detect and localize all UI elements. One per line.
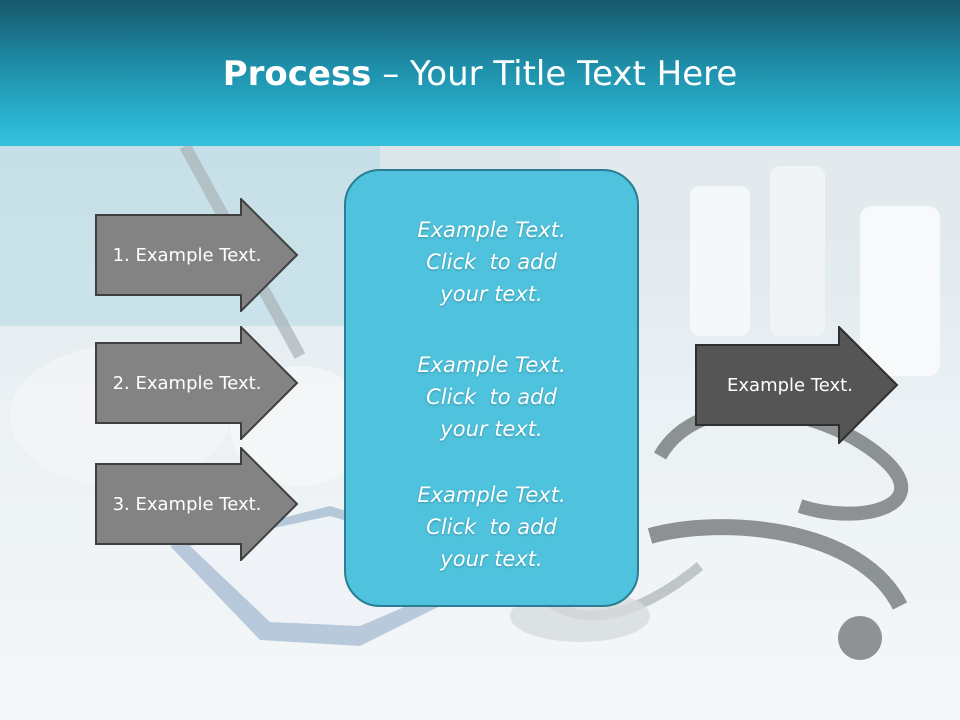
text-block-line: Click to add	[426, 515, 557, 539]
title-bar: Process – Your Title Text Here	[0, 0, 960, 146]
slide-title[interactable]: Process – Your Title Text Here	[0, 52, 960, 96]
text-block-3: Example Text. Click to add your text.	[346, 479, 637, 575]
step-arrow-3[interactable]: 3. Example Text.	[95, 447, 299, 561]
arrow-shape	[95, 447, 299, 561]
text-block-line: Example Text.	[417, 218, 566, 242]
text-block-line: your text.	[440, 547, 543, 571]
step-arrow-label: 3. Example Text.	[112, 493, 262, 515]
text-block-line: Example Text.	[417, 483, 566, 507]
title-rest: – Your Title Text Here	[371, 54, 738, 94]
text-block-line: Click to add	[426, 250, 557, 274]
step-arrow-1[interactable]: 1. Example Text.	[95, 198, 299, 312]
text-block-line: your text.	[440, 417, 543, 441]
title-bold: Process	[222, 54, 372, 94]
arrow-shape	[95, 326, 299, 440]
text-block-line: Click to add	[426, 385, 557, 409]
text-block-2: Example Text. Click to add your text.	[346, 349, 637, 445]
center-text-box[interactable]: Example Text. Click to add your text. Ex…	[344, 169, 639, 607]
arrow-shape	[695, 326, 899, 444]
step-arrow-label: 1. Example Text.	[112, 244, 262, 266]
result-arrow[interactable]: Example Text.	[695, 326, 899, 444]
text-block-line: Example Text.	[417, 353, 566, 377]
step-arrow-2[interactable]: 2. Example Text.	[95, 326, 299, 440]
text-block-line: your text.	[440, 282, 543, 306]
step-arrow-label: 2. Example Text.	[112, 372, 262, 394]
result-arrow-label: Example Text.	[727, 374, 853, 396]
text-block-1: Example Text. Click to add your text.	[346, 214, 637, 310]
arrow-shape	[95, 198, 299, 312]
